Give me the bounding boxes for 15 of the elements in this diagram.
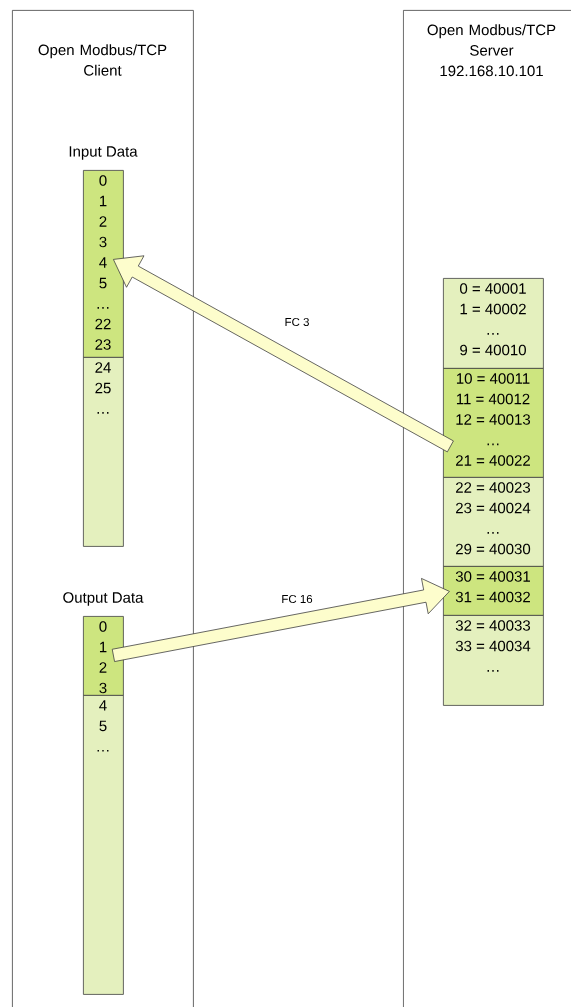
register-block: 0 1 2 3 — [83, 616, 124, 696]
register-block: 32 = 40033 33 = 40034 … — [443, 615, 544, 706]
register-block: 10 = 40011 11 = 40012 12 = 40013 … 21 = 40022 — [443, 368, 544, 478]
column-heading: Output Data — [63, 592, 144, 606]
edge-label: FC 16 — [280, 593, 314, 605]
register-block: 0 = 40001 1 = 40002 … 9 = 40010 — [443, 278, 544, 369]
block-arrow — [113, 255, 454, 453]
block-arrow — [111, 578, 450, 662]
register-block: 0 1 2 3 4 5 … 22 23 — [83, 170, 124, 358]
register-block: 22 = 40023 23 = 40024 … 29 = 40030 — [443, 477, 544, 567]
register-block: 30 = 40031 31 = 40032 — [443, 566, 544, 616]
column-heading: Input Data — [69, 146, 138, 160]
register-block: 4 5 … — [83, 695, 124, 995]
register-block: 24 25 … — [83, 357, 124, 547]
edge-label: FC 3 — [283, 316, 311, 328]
